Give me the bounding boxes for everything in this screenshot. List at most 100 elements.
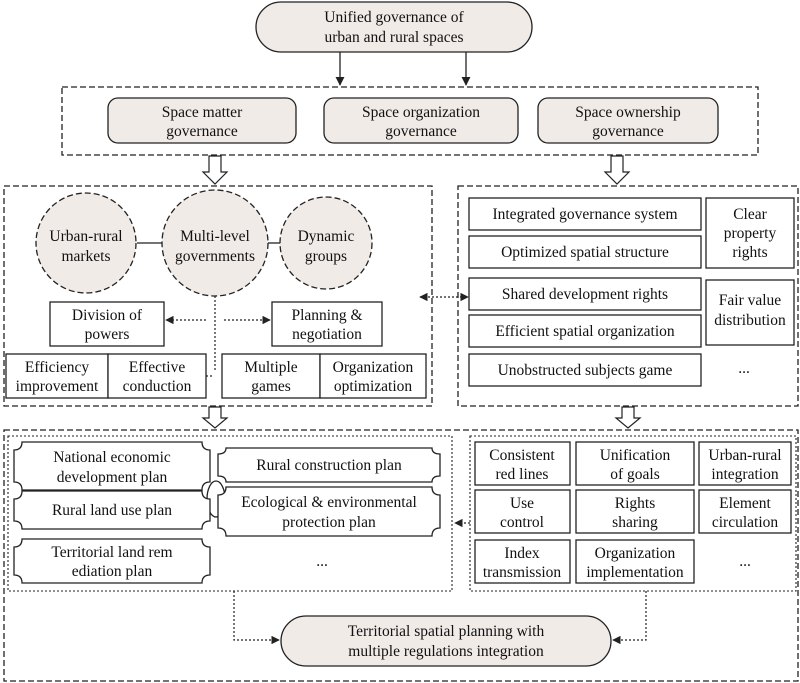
governance-organization bbox=[323, 97, 519, 144]
governance-organization-line1: Space organization bbox=[362, 104, 480, 121]
rule-element-circulation-line2: circulation bbox=[712, 514, 779, 531]
rule-urban-rural-integration-line2: integration bbox=[711, 466, 778, 483]
planning-negotiation-line1: Planning & bbox=[291, 307, 362, 324]
effective-conduction-line2: conduction bbox=[123, 378, 192, 395]
hollow-arrow-right-panel bbox=[603, 155, 631, 185]
rule-consistent-red-lines-line1: Consistent bbox=[489, 447, 555, 464]
right-item-unobstructed-game bbox=[468, 353, 702, 387]
plan-rural-land-use-text: Rural land use plan bbox=[52, 502, 172, 519]
rule-use-control-line1: Use bbox=[510, 495, 534, 512]
rule-index-transmission-line1: Index bbox=[504, 545, 540, 562]
plan-ecological-environmental bbox=[217, 486, 441, 537]
circle-multi-level-governments-line2: governments bbox=[175, 248, 255, 265]
hollow-arrow-rules bbox=[614, 406, 642, 429]
right-item-integrated-governance-text: Integrated governance system bbox=[492, 206, 677, 223]
rule-consistent-red-lines bbox=[474, 441, 571, 486]
right-item-optimized-structure-text: Optimized spatial structure bbox=[501, 244, 669, 261]
circle-dynamic-groups-line1: Dynamic bbox=[298, 228, 355, 245]
right-item-integrated-governance bbox=[468, 197, 702, 231]
division-of-powers-line1: Division of bbox=[72, 307, 143, 324]
multiple-games-line2: games bbox=[251, 378, 291, 395]
rule-index-transmission bbox=[474, 539, 571, 584]
clear-property-rights-box bbox=[705, 197, 795, 269]
plan-territorial-remediation-line1: Territorial land rem bbox=[51, 544, 172, 561]
plan-rural-construction bbox=[217, 447, 441, 483]
efficiency-improvement-line2: improvement bbox=[16, 378, 99, 395]
fair-value-distribution-line1: Fair value bbox=[719, 292, 782, 309]
circle-multi-level-governments-line1: Multi-level bbox=[180, 228, 250, 245]
rule-index-transmission-line2: transmission bbox=[483, 564, 562, 581]
rule-use-control bbox=[474, 489, 571, 534]
plans-ellipsis: ... bbox=[316, 553, 328, 570]
rule-rights-sharing-line2: sharing bbox=[612, 514, 658, 531]
rule-consistent-red-lines-line2: red lines bbox=[496, 466, 549, 483]
effective-conduction-line1: Effective bbox=[129, 359, 186, 376]
clear-property-rights-line1: Clear bbox=[733, 206, 767, 223]
right-panel bbox=[457, 185, 799, 407]
division-of-powers-box bbox=[49, 301, 165, 347]
organization-optimization-line1: Organization bbox=[333, 359, 414, 376]
fair-value-distribution-line2: distribution bbox=[714, 312, 786, 329]
rules-ellipsis: ... bbox=[739, 553, 751, 570]
right-item-efficient-organization bbox=[468, 314, 702, 348]
result-node bbox=[280, 615, 612, 667]
result-node-line2: multiple regulations integration bbox=[348, 643, 544, 660]
governance-matter-line2: governance bbox=[166, 123, 238, 140]
circle-dynamic-groups-line2: groups bbox=[305, 248, 347, 265]
plan-rural-construction-text: Rural construction plan bbox=[256, 457, 402, 474]
circle-dynamic-groups bbox=[279, 196, 373, 290]
plan-ecological-environmental-line2: protection plan bbox=[282, 514, 376, 531]
right-item-optimized-structure bbox=[468, 235, 702, 269]
clear-property-rights-line2: property bbox=[724, 225, 777, 242]
governance-ownership-line2: governance bbox=[592, 123, 664, 140]
organization-optimization-line2: optimization bbox=[334, 378, 413, 395]
plan-national-economic-line2: development plan bbox=[57, 469, 168, 486]
plan-territorial-remediation bbox=[13, 538, 211, 584]
plan-rural-land-use bbox=[13, 490, 211, 530]
efficiency-improvement-line1: Efficiency bbox=[25, 359, 90, 376]
circle-urban-rural-markets-line2: markets bbox=[61, 248, 110, 265]
rule-organization-implementation-line2: implementation bbox=[586, 564, 684, 581]
plan-national-economic bbox=[13, 441, 211, 491]
result-node-line1: Territorial spatial planning with bbox=[348, 623, 545, 640]
division-of-powers-line2: powers bbox=[85, 326, 130, 343]
plans-to-result-arrow bbox=[233, 591, 280, 645]
fair-value-distribution-box bbox=[705, 279, 795, 346]
rule-element-circulation-line1: Element bbox=[719, 495, 771, 512]
circle-urban-rural-markets bbox=[35, 192, 137, 294]
rule-organization-implementation-line1: Organization bbox=[595, 545, 676, 562]
right-panel-ellipsis: ... bbox=[738, 360, 750, 377]
rules-to-result-arrow bbox=[612, 591, 647, 645]
rule-unification-of-goals-line2: of goals bbox=[610, 466, 660, 483]
clear-property-rights-line3: rights bbox=[732, 244, 767, 261]
rules-panel bbox=[469, 435, 797, 592]
governance-organization-line2: governance bbox=[385, 123, 457, 140]
efficiency-improvement-box bbox=[5, 353, 109, 399]
plans-panel bbox=[7, 435, 453, 592]
plan-territorial-remediation-line2: ediation plan bbox=[72, 563, 153, 580]
organization-optimization-box bbox=[319, 353, 427, 399]
hollow-arrow-plans bbox=[201, 406, 229, 429]
rule-urban-rural-integration-line1: Urban-rural bbox=[708, 447, 781, 464]
rule-rights-sharing bbox=[575, 489, 695, 534]
rule-rights-sharing-line1: Rights bbox=[615, 495, 655, 512]
governance-group bbox=[61, 86, 759, 156]
right-item-shared-rights-text: Shared development rights bbox=[502, 286, 668, 303]
plan-ecological-environmental-line1: Ecological & environmental bbox=[241, 494, 417, 511]
planning-negotiation-box bbox=[271, 301, 383, 347]
multiple-games-line1: Multiple bbox=[244, 359, 298, 376]
governance-ownership bbox=[537, 97, 719, 144]
governance-ownership-line1: Space ownership bbox=[575, 104, 681, 121]
rule-unification-of-goals-line1: Unification bbox=[600, 447, 671, 464]
multiple-games-box bbox=[221, 353, 321, 399]
governance-matter bbox=[107, 97, 297, 144]
rule-organization-implementation bbox=[575, 539, 695, 584]
governance-matter-line1: Space matter bbox=[162, 104, 243, 121]
rule-urban-rural-integration bbox=[698, 441, 792, 486]
circle-urban-rural-markets-line1: Urban-rural bbox=[49, 228, 122, 245]
hollow-arrow-left-panel bbox=[201, 155, 229, 185]
rule-unification-of-goals bbox=[575, 441, 695, 486]
top-node-line2: urban and rural spaces bbox=[324, 29, 463, 46]
top-node bbox=[255, 1, 533, 53]
